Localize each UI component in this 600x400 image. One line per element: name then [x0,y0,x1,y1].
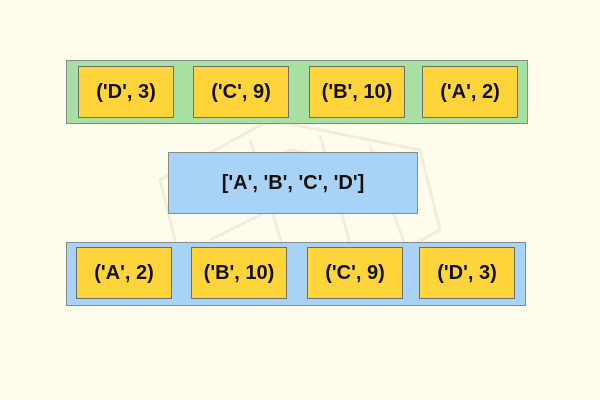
tuple-a-2: ('A', 2) [422,66,518,118]
unsorted-tuples-row: ('D', 3) ('C', 9) ('B', 10) ('A', 2) [66,60,528,124]
tuple-a-2: ('A', 2) [76,247,172,299]
sorted-tuples-row: ('A', 2) ('B', 10) ('C', 9) ('D', 3) [66,242,526,306]
tuple-b-10: ('B', 10) [309,66,405,118]
sorted-keys-list: ['A', 'B', 'C', 'D'] [168,152,418,214]
tuple-d-3: ('D', 3) [419,247,515,299]
tuple-b-10: ('B', 10) [191,247,287,299]
tuple-c-9: ('C', 9) [193,66,289,118]
tuple-d-3: ('D', 3) [78,66,174,118]
tuple-c-9: ('C', 9) [307,247,403,299]
